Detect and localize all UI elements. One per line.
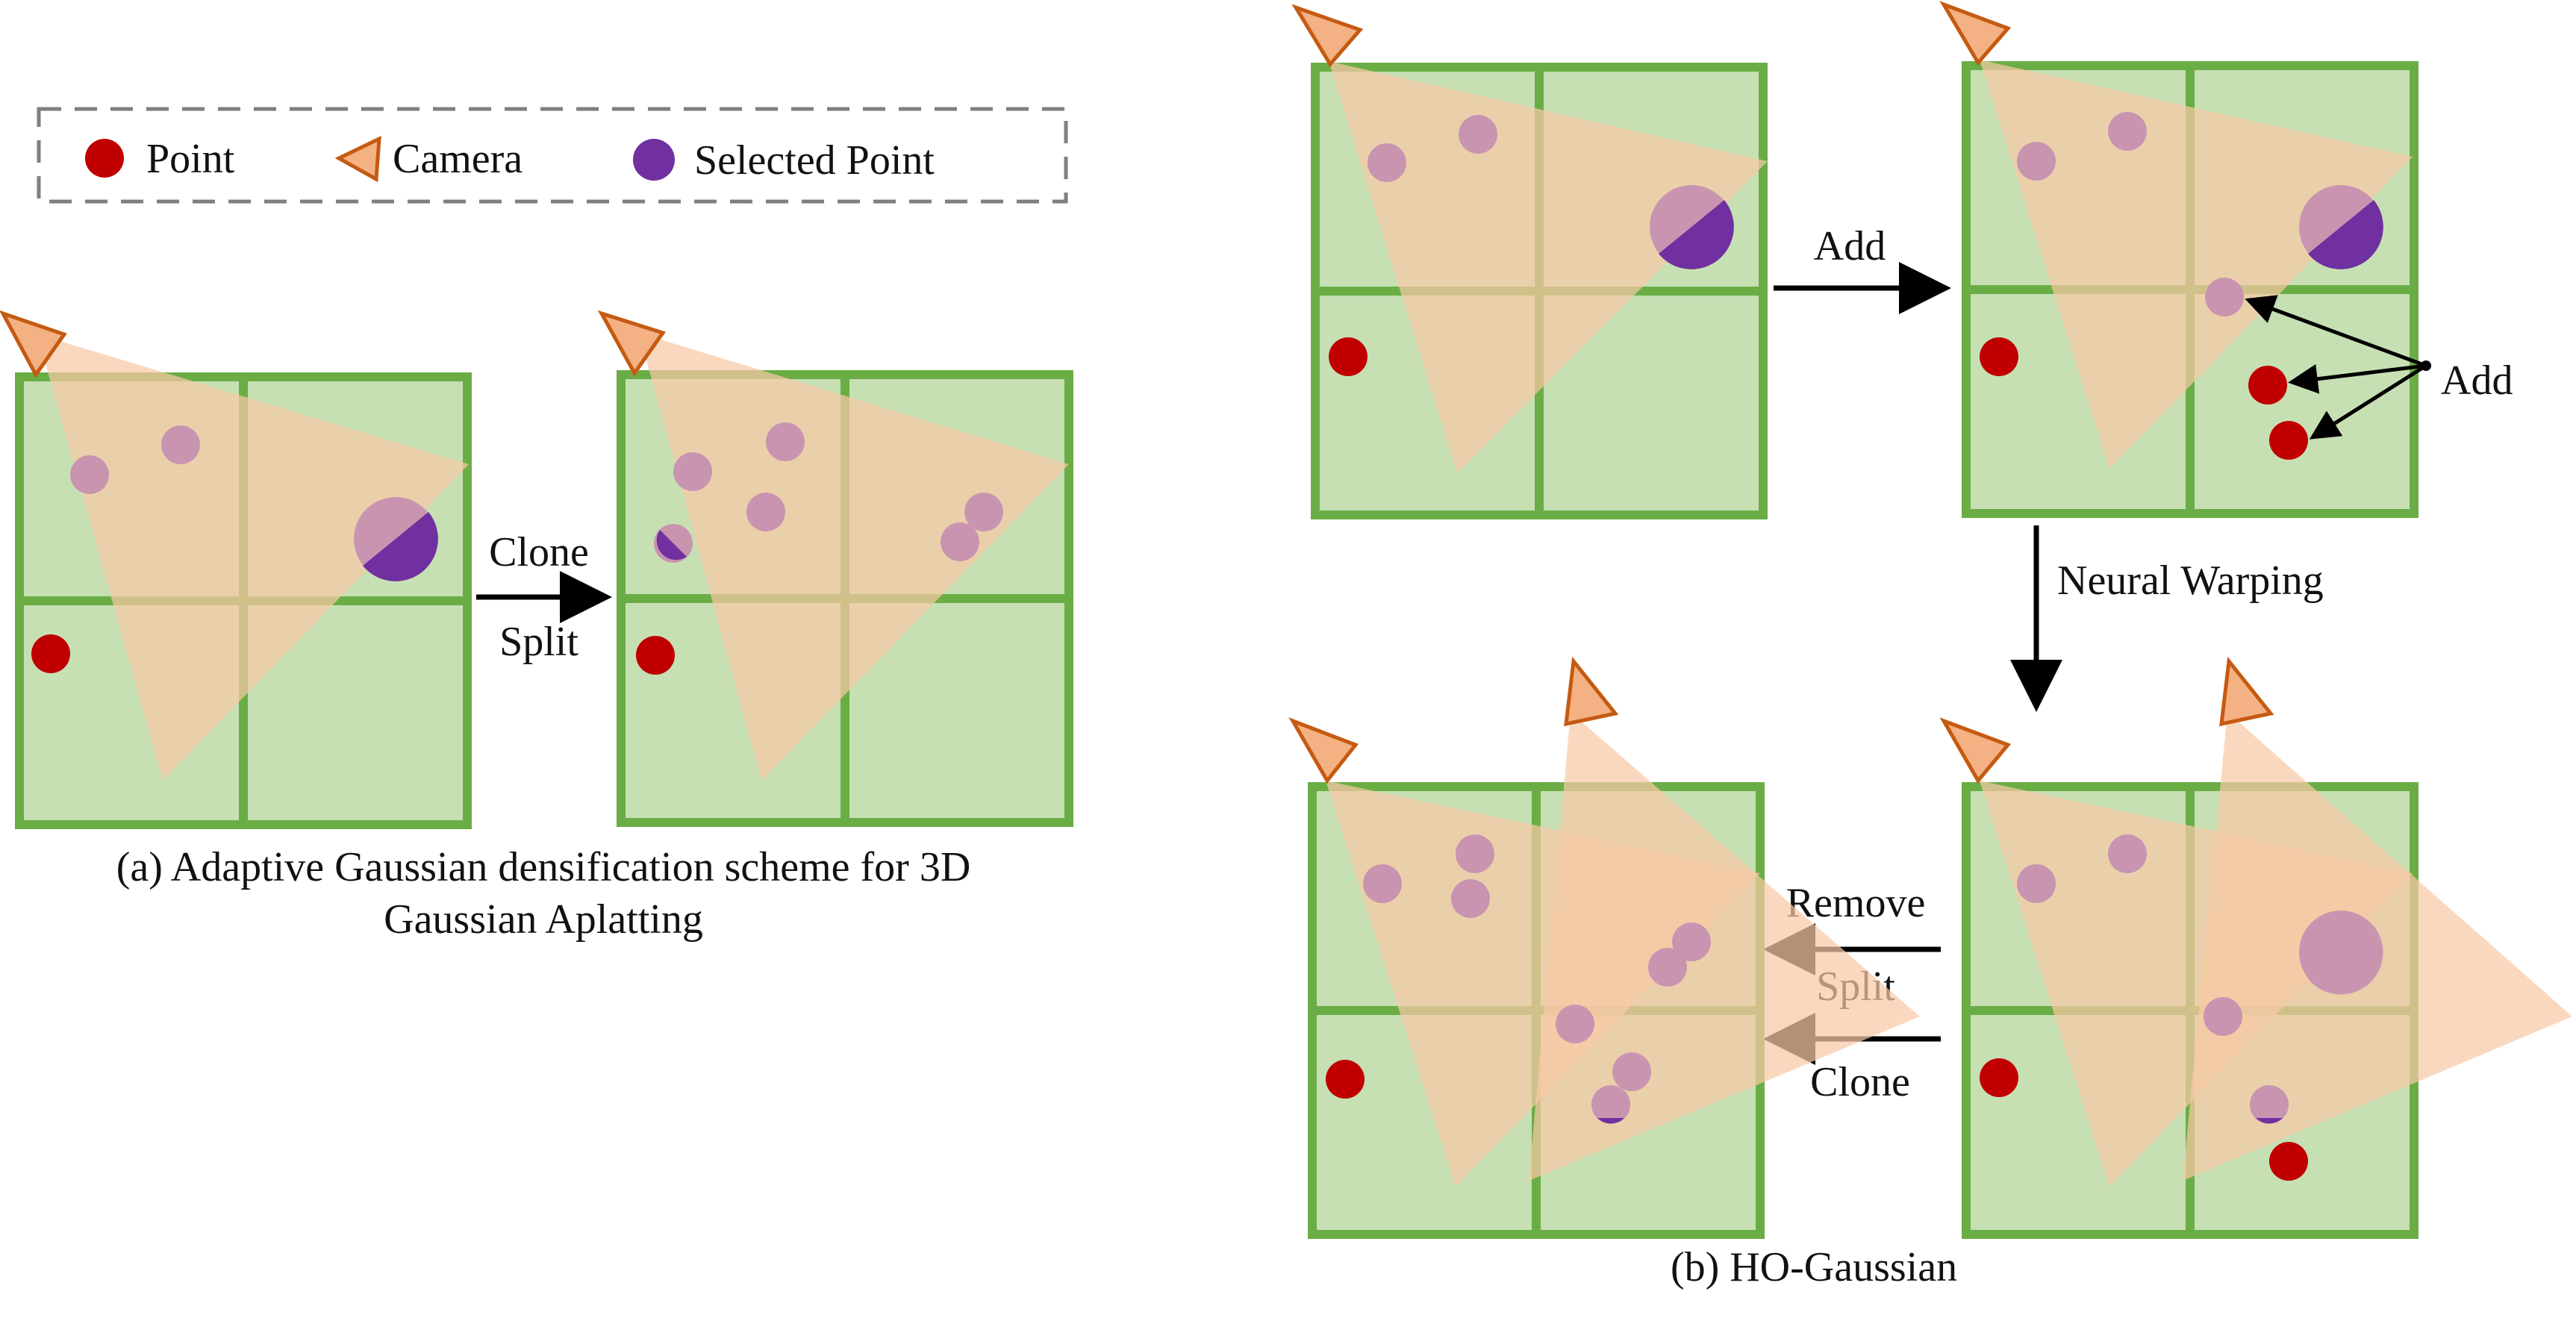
frustum-a-after: [639, 333, 1069, 781]
camera-b-warped-2: [2219, 656, 2274, 727]
arrow-split-label: Split: [499, 619, 578, 665]
add-pointer: [2309, 363, 2427, 440]
arrow-neural-warping-label: Neural Warping: [2057, 558, 2324, 604]
panel-b: Add Add Neural Warping: [1288, 1, 2572, 1290]
faded-point: [161, 425, 200, 464]
add-pointer: [2245, 295, 2427, 368]
legend-selected-label: Selected Point: [694, 137, 935, 184]
caption-a-line1: (a) Adaptive Gaussian densification sche…: [116, 844, 971, 890]
faded-point: [1451, 879, 1490, 918]
faded-point: [2108, 834, 2147, 873]
caption-a-line2: Gaussian Aplatting: [384, 896, 703, 943]
faded-point: [1363, 864, 1402, 903]
camera-b-final-1: [1288, 717, 1359, 784]
big-selected-point-a: [354, 497, 438, 581]
small-selected-point-b3: [2250, 1085, 2289, 1124]
camera-a-before: [0, 310, 67, 378]
faded-point: [2017, 142, 2056, 181]
frustum-a-before: [37, 334, 469, 781]
camera-b-original: [1291, 4, 1364, 68]
legend-frame: [37, 107, 1068, 204]
faded-point: [1456, 834, 1494, 873]
faded-point: [1648, 948, 1687, 987]
faded-point: [1612, 1052, 1651, 1091]
faded-point: [964, 493, 1003, 531]
point: [2269, 1142, 2308, 1181]
caption-b: (b) HO-Gaussian: [1671, 1244, 1957, 1290]
faded-point: [766, 422, 805, 461]
legend-selected-marker: [633, 139, 675, 181]
added-point: [2248, 366, 2287, 405]
point: [1326, 1060, 1365, 1099]
faded-point: [2204, 997, 2242, 1036]
small-selected-point-b4: [1591, 1085, 1630, 1124]
arrow-clone-label-b: Clone: [1810, 1059, 1910, 1105]
point: [31, 634, 70, 673]
point: [1980, 1058, 2018, 1097]
faded-point: [2108, 112, 2147, 151]
camera-b-added: [1939, 1, 2012, 66]
legend-point-label: Point: [146, 136, 235, 182]
camera-b-warped-1: [1939, 717, 2012, 784]
arrow-clone-label: Clone: [489, 529, 589, 575]
small-selected-point-a: [654, 524, 693, 563]
camera-b-final-2: [1564, 656, 1619, 727]
frustum-b-added: [1980, 60, 2413, 469]
point: [1980, 337, 2018, 376]
legend: Point Camera Selected Point: [37, 107, 1068, 204]
faded-point: [1367, 143, 1406, 182]
legend-camera-icon: [334, 135, 381, 183]
faded-point: [746, 493, 785, 531]
arrow-add-label: Add: [1814, 223, 1886, 269]
camera-a-after: [597, 310, 667, 377]
legend-camera-label: Camera: [393, 136, 523, 182]
panel-a: Clone Split (a) Adaptive Gaussian densif…: [0, 310, 1069, 943]
frustum-b-original: [1329, 61, 1768, 473]
add-pointer: [2288, 363, 2427, 394]
point: [636, 636, 675, 675]
point: [1329, 337, 1367, 376]
add-note-label: Add: [2441, 357, 2513, 404]
faded-point: [70, 455, 109, 494]
added-point: [2269, 421, 2308, 460]
faded-point: [1459, 115, 1497, 154]
added-faded-point: [2205, 278, 2244, 316]
faded-point: [673, 452, 712, 491]
faded-point: [941, 522, 979, 561]
faded-point: [2017, 864, 2056, 903]
legend-point-marker: [85, 139, 124, 178]
faded-point: [1672, 922, 1711, 961]
big-selected-point-b1: [1650, 185, 1734, 269]
big-selected-point-b3: [2299, 911, 2383, 995]
arrow-remove-label: Remove: [1786, 880, 1926, 926]
faded-point: [1556, 1005, 1594, 1043]
big-selected-point-b2: [2299, 185, 2383, 269]
